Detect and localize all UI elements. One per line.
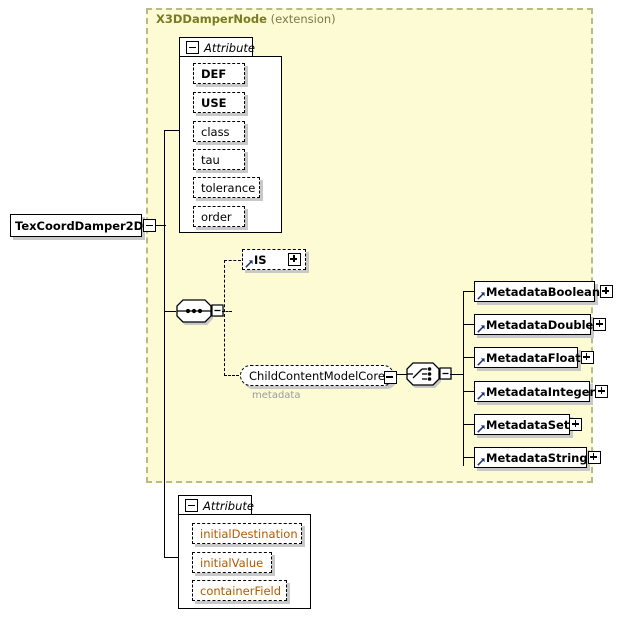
connector-metadata-4 bbox=[463, 424, 475, 426]
element-metadataset-label: MetadataSet bbox=[486, 417, 570, 432]
element-metadatainteger-label: MetadataInteger bbox=[486, 384, 596, 399]
attribute-initialdestination[interactable]: initialDestination bbox=[192, 523, 302, 544]
group-ref-label: ChildContentModelCore bbox=[249, 368, 385, 383]
element-metadatainteger[interactable]: MetadataInteger bbox=[474, 381, 609, 402]
element-metadatainteger-expand-toggle[interactable] bbox=[595, 385, 609, 398]
inherited-attribute-tab[interactable]: Attribute bbox=[179, 37, 255, 57]
attribute-tau[interactable]: tau bbox=[193, 149, 245, 170]
reference-arrow-icon bbox=[477, 392, 485, 400]
extension-name: X3DDamperNode bbox=[156, 12, 267, 26]
connector-sequence-branch bbox=[224, 260, 225, 376]
element-metadatafloat-expand-toggle[interactable] bbox=[580, 351, 594, 364]
attribute-tolerance-label: tolerance bbox=[201, 180, 256, 195]
element-metadatastring[interactable]: MetadataString bbox=[474, 447, 601, 468]
extension-title: X3DDamperNode (extension) bbox=[156, 12, 336, 26]
connector-trunk bbox=[164, 130, 166, 558]
connector-attr-top bbox=[164, 130, 179, 132]
group-ref-childcontentmodelcore[interactable]: ChildContentModelCore bbox=[240, 365, 394, 386]
reference-arrow-icon bbox=[477, 458, 485, 466]
attribute-use[interactable]: USE bbox=[193, 92, 245, 113]
reference-arrow-icon bbox=[477, 425, 485, 433]
attribute-containerfield-label: containerField bbox=[200, 583, 282, 598]
connector-groupref-to-choice bbox=[396, 374, 408, 376]
connector-metadata-trunk bbox=[463, 291, 465, 466]
group-ref-collapse-toggle[interactable] bbox=[384, 371, 397, 384]
group-ref-sub-label: metadata bbox=[252, 390, 301, 401]
attribute-order[interactable]: order bbox=[193, 206, 245, 227]
reference-arrow-icon bbox=[477, 358, 485, 366]
element-metadatadouble-expand-toggle[interactable] bbox=[593, 318, 607, 331]
inherited-attribute-toggle[interactable] bbox=[186, 41, 199, 54]
attribute-containerfield[interactable]: containerField bbox=[192, 580, 287, 601]
element-metadatastring-expand-toggle[interactable] bbox=[587, 451, 601, 464]
attribute-order-label: order bbox=[201, 209, 232, 224]
root-element-texcoorddamper2d[interactable]: TexCoordDamper2D bbox=[10, 214, 157, 237]
reference-arrow-icon bbox=[245, 260, 253, 268]
connector-to-is bbox=[224, 260, 241, 261]
root-element-label: TexCoordDamper2D bbox=[15, 218, 144, 233]
connector-choice-stub bbox=[450, 374, 464, 376]
connector-sequence-stub bbox=[222, 311, 232, 312]
attribute-tau-label: tau bbox=[201, 152, 220, 167]
connector-attr-bottom bbox=[164, 557, 178, 559]
reference-arrow-icon bbox=[477, 292, 485, 300]
element-metadatadouble[interactable]: MetadataDouble bbox=[474, 314, 607, 335]
connector-metadata-2 bbox=[463, 357, 475, 359]
element-metadatafloat[interactable]: MetadataFloat bbox=[474, 347, 594, 368]
element-metadataset-expand-toggle[interactable] bbox=[569, 418, 583, 431]
extension-qualifier: (extension) bbox=[270, 12, 336, 26]
element-metadatadouble-label: MetadataDouble bbox=[486, 317, 594, 332]
sequence-compositor[interactable] bbox=[176, 298, 224, 326]
reference-arrow-icon bbox=[477, 325, 485, 333]
attribute-use-label: USE bbox=[201, 95, 227, 110]
connector-metadata-0 bbox=[463, 291, 475, 293]
attribute-tolerance[interactable]: tolerance bbox=[193, 177, 260, 198]
attribute-def-label: DEF bbox=[201, 66, 227, 81]
element-metadataboolean-expand-toggle[interactable] bbox=[600, 285, 614, 298]
connector-metadata-5 bbox=[463, 457, 475, 459]
connector-metadata-3 bbox=[463, 391, 475, 393]
element-metadataboolean-label: MetadataBoolean bbox=[486, 284, 601, 299]
connector-to-childcontentmodelcore bbox=[224, 375, 239, 376]
element-metadatastring-label: MetadataString bbox=[486, 450, 588, 465]
attribute-initialdestination-label: initialDestination bbox=[200, 526, 298, 541]
element-metadataboolean[interactable]: MetadataBoolean bbox=[474, 281, 614, 302]
attribute-initialvalue-label: initialValue bbox=[200, 555, 264, 570]
element-is[interactable]: IS bbox=[242, 249, 306, 270]
element-metadataset[interactable]: MetadataSet bbox=[474, 414, 583, 435]
choice-compositor[interactable] bbox=[406, 361, 452, 389]
own-attribute-tab-label: Attribute bbox=[203, 498, 254, 513]
attribute-class[interactable]: class bbox=[193, 121, 245, 142]
connector-metadata-1 bbox=[463, 324, 475, 326]
attribute-class-label: class bbox=[201, 124, 230, 139]
own-attribute-toggle[interactable] bbox=[185, 499, 198, 512]
own-attribute-tab[interactable]: Attribute bbox=[178, 495, 254, 515]
element-is-label: IS bbox=[254, 252, 267, 267]
connector-sequence bbox=[164, 311, 176, 313]
element-metadatafloat-label: MetadataFloat bbox=[486, 350, 581, 365]
root-collapse-toggle[interactable] bbox=[143, 219, 157, 232]
element-is-expand-toggle[interactable] bbox=[288, 253, 301, 266]
attribute-def[interactable]: DEF bbox=[193, 63, 245, 84]
attribute-initialvalue[interactable]: initialValue bbox=[192, 552, 272, 573]
inherited-attribute-panel bbox=[179, 56, 282, 233]
inherited-attribute-tab-label: Attribute bbox=[204, 40, 255, 55]
